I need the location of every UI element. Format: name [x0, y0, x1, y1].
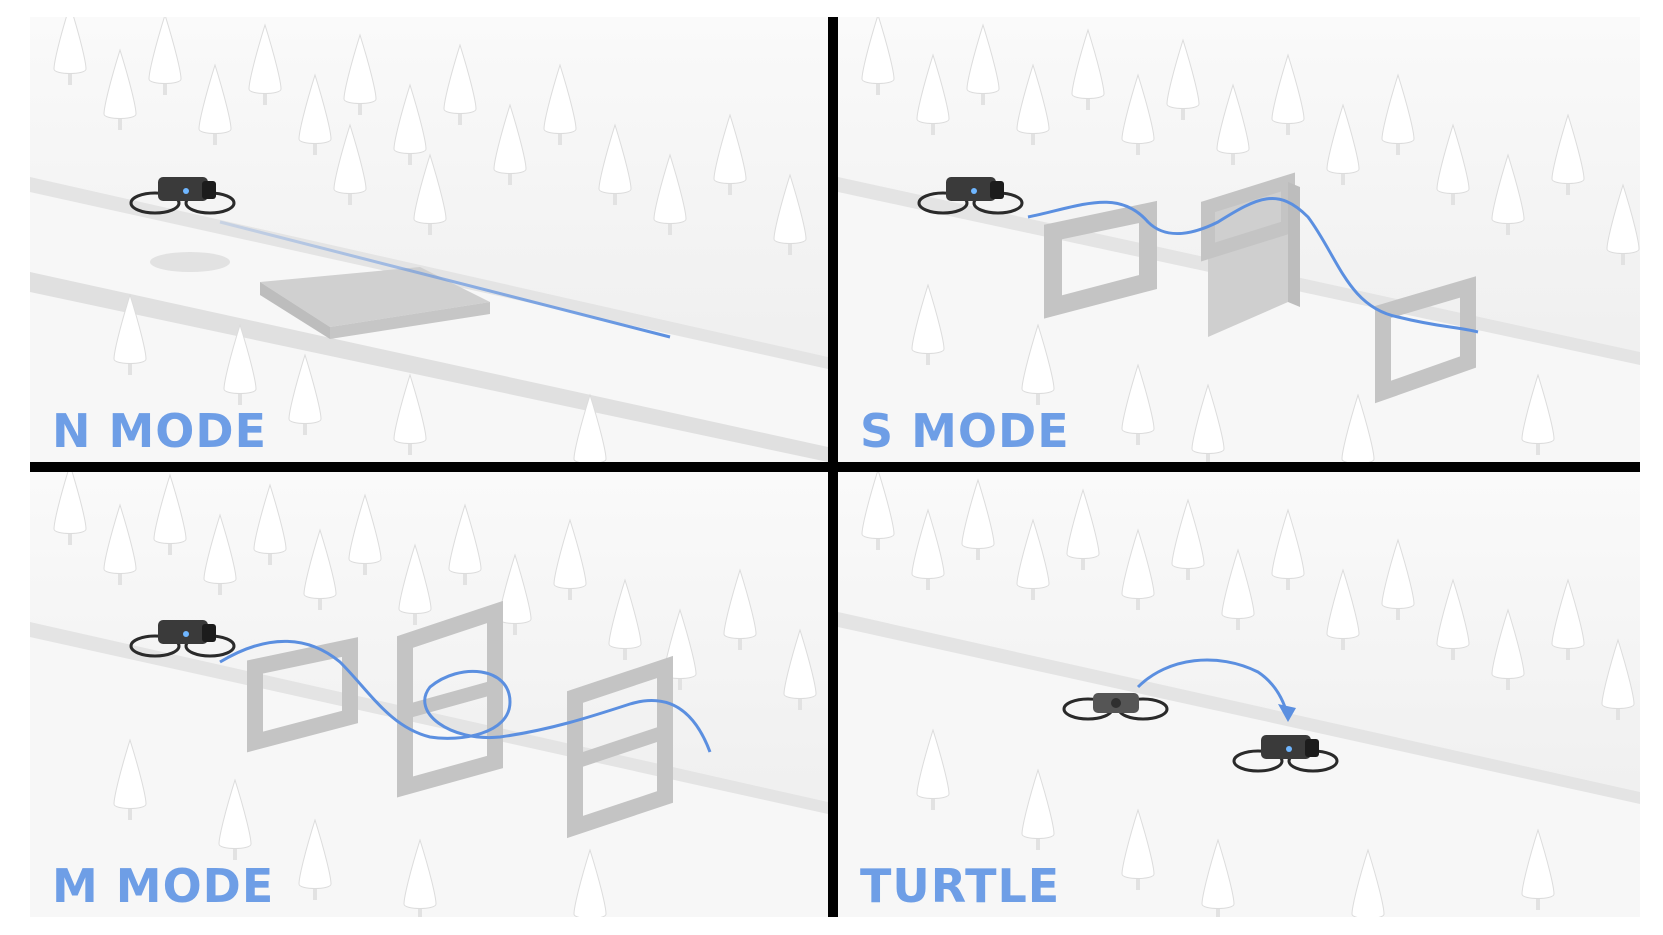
obstacle-wall	[1201, 172, 1300, 337]
obstacle-frame-3	[567, 655, 673, 839]
obstacle-frame-2	[397, 600, 503, 798]
n-mode-scene	[30, 17, 828, 462]
drone	[129, 177, 236, 215]
drone	[129, 620, 236, 658]
m-mode-panel: M MODE	[30, 472, 828, 917]
drone-flipped	[1062, 693, 1169, 721]
m-mode-scene	[30, 472, 828, 917]
s-mode-scene	[838, 17, 1640, 462]
turtle-panel: TURTLE	[838, 472, 1640, 917]
obstacle-frame-1	[247, 637, 358, 753]
turtle-scene	[838, 472, 1640, 917]
n-mode-label: N MODE	[52, 404, 267, 458]
turtle-label: TURTLE	[860, 859, 1061, 913]
obstacle-low-frame	[1044, 200, 1157, 319]
n-mode-panel: N MODE	[30, 17, 828, 462]
obstacle-frame-right	[1375, 276, 1476, 404]
s-mode-label: S MODE	[860, 404, 1070, 458]
m-mode-label: M MODE	[52, 859, 275, 913]
drone-upright	[1232, 735, 1339, 773]
mode-grid: N MODE	[30, 17, 1640, 917]
drone	[917, 177, 1024, 215]
s-mode-panel: S MODE	[838, 17, 1640, 462]
